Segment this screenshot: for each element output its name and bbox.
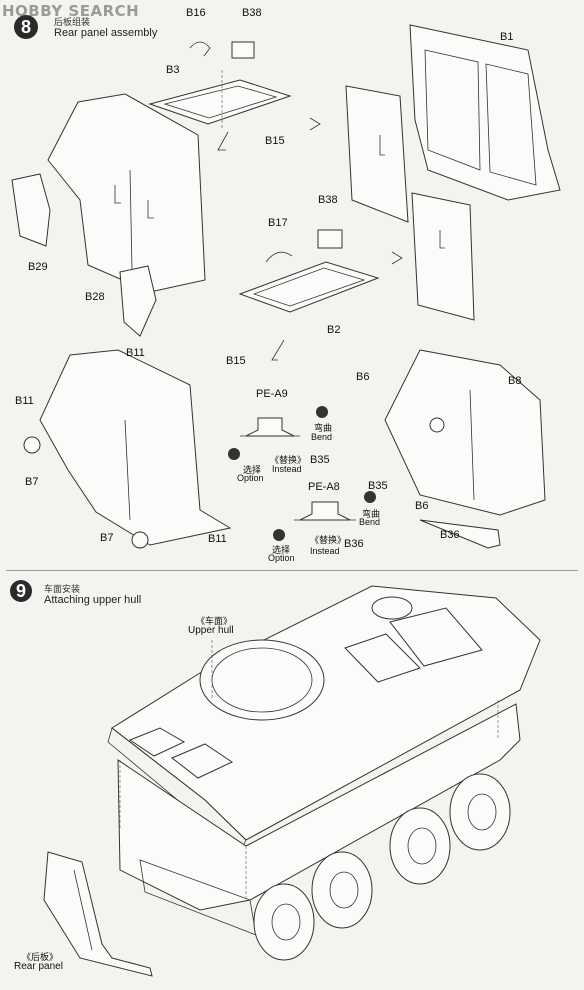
instead-note-en-2: Instead bbox=[310, 546, 340, 556]
option-note-cn-1: 选择 bbox=[243, 465, 262, 475]
part-label-b11-top: B11 bbox=[126, 347, 145, 359]
bend-note-en-1: Bend bbox=[311, 432, 333, 442]
part-label-b1: B1 bbox=[500, 31, 514, 43]
part-label-b2: B2 bbox=[327, 324, 341, 336]
part-label-b36-center: B36 bbox=[344, 538, 364, 550]
rear-panel-assembly-diagram bbox=[11, 24, 561, 549]
instead-note-en-1: Instead bbox=[272, 464, 302, 474]
step-9-title-cn: 车面安装 bbox=[44, 584, 81, 594]
part-label-b11-left: B11 bbox=[15, 395, 34, 407]
instead-note-cn-2: 《替换》 bbox=[310, 535, 347, 545]
option-note-en-2: Option bbox=[268, 553, 295, 563]
part-label-b38-mid: B38 bbox=[318, 194, 338, 206]
bend-note-cn-2: 弯曲 bbox=[362, 509, 381, 519]
option-note-en-1: Option bbox=[237, 473, 264, 483]
part-label-pe-a8: PE-A8 bbox=[308, 481, 340, 493]
part-label-b6-top: B6 bbox=[356, 371, 370, 383]
watermark-logo: HOBBY SEARCH bbox=[2, 2, 140, 20]
part-label-b6-bottom: B6 bbox=[415, 500, 429, 512]
rear-panel-label-cn: 《后板》 bbox=[22, 952, 59, 962]
part-label-b8: B8 bbox=[508, 375, 522, 387]
step-8-title-cn: 后板组装 bbox=[54, 17, 91, 27]
part-label-b11-bottom: B11 bbox=[208, 533, 227, 545]
wheel-group bbox=[253, 773, 511, 961]
part-label-b16: B16 bbox=[186, 7, 206, 19]
bend-note-en-2: Bend bbox=[359, 517, 381, 527]
part-label-b35-center: B35 bbox=[310, 454, 330, 466]
part-label-b3: B3 bbox=[166, 64, 180, 76]
step-8-title-en: Rear panel assembly bbox=[54, 27, 158, 39]
section-divider bbox=[6, 570, 578, 571]
part-label-pe-a9: PE-A9 bbox=[256, 388, 288, 400]
part-label-b28: B28 bbox=[85, 291, 105, 303]
step-9-title-en: Attaching upper hull bbox=[44, 594, 142, 606]
part-label-b7-left: B7 bbox=[25, 476, 39, 488]
rear-panel-label-en: Rear panel bbox=[14, 961, 63, 972]
option-note-cn-2: 选择 bbox=[272, 545, 291, 555]
part-label-b35-right: B35 bbox=[368, 480, 388, 492]
part-label-b7-bottom: B7 bbox=[100, 532, 114, 544]
instead-note-cn-1: 《替换》 bbox=[270, 455, 307, 465]
part-label-b15-mid: B15 bbox=[226, 355, 246, 367]
part-label-b38-top: B38 bbox=[242, 7, 262, 19]
step-8-badge: 8 bbox=[14, 15, 38, 39]
upper-hull-label-cn: 《车面》 bbox=[196, 616, 233, 626]
part-label-b29: B29 bbox=[28, 261, 48, 273]
part-label-b36-right: B36 bbox=[440, 529, 460, 541]
part-label-b15-top: B15 bbox=[265, 135, 285, 147]
step-9-badge: 9 bbox=[10, 580, 32, 602]
bend-note-cn-1: 弯曲 bbox=[314, 423, 333, 433]
upper-hull-label-en: Upper hull bbox=[188, 625, 234, 636]
part-label-b17: B17 bbox=[268, 217, 288, 229]
